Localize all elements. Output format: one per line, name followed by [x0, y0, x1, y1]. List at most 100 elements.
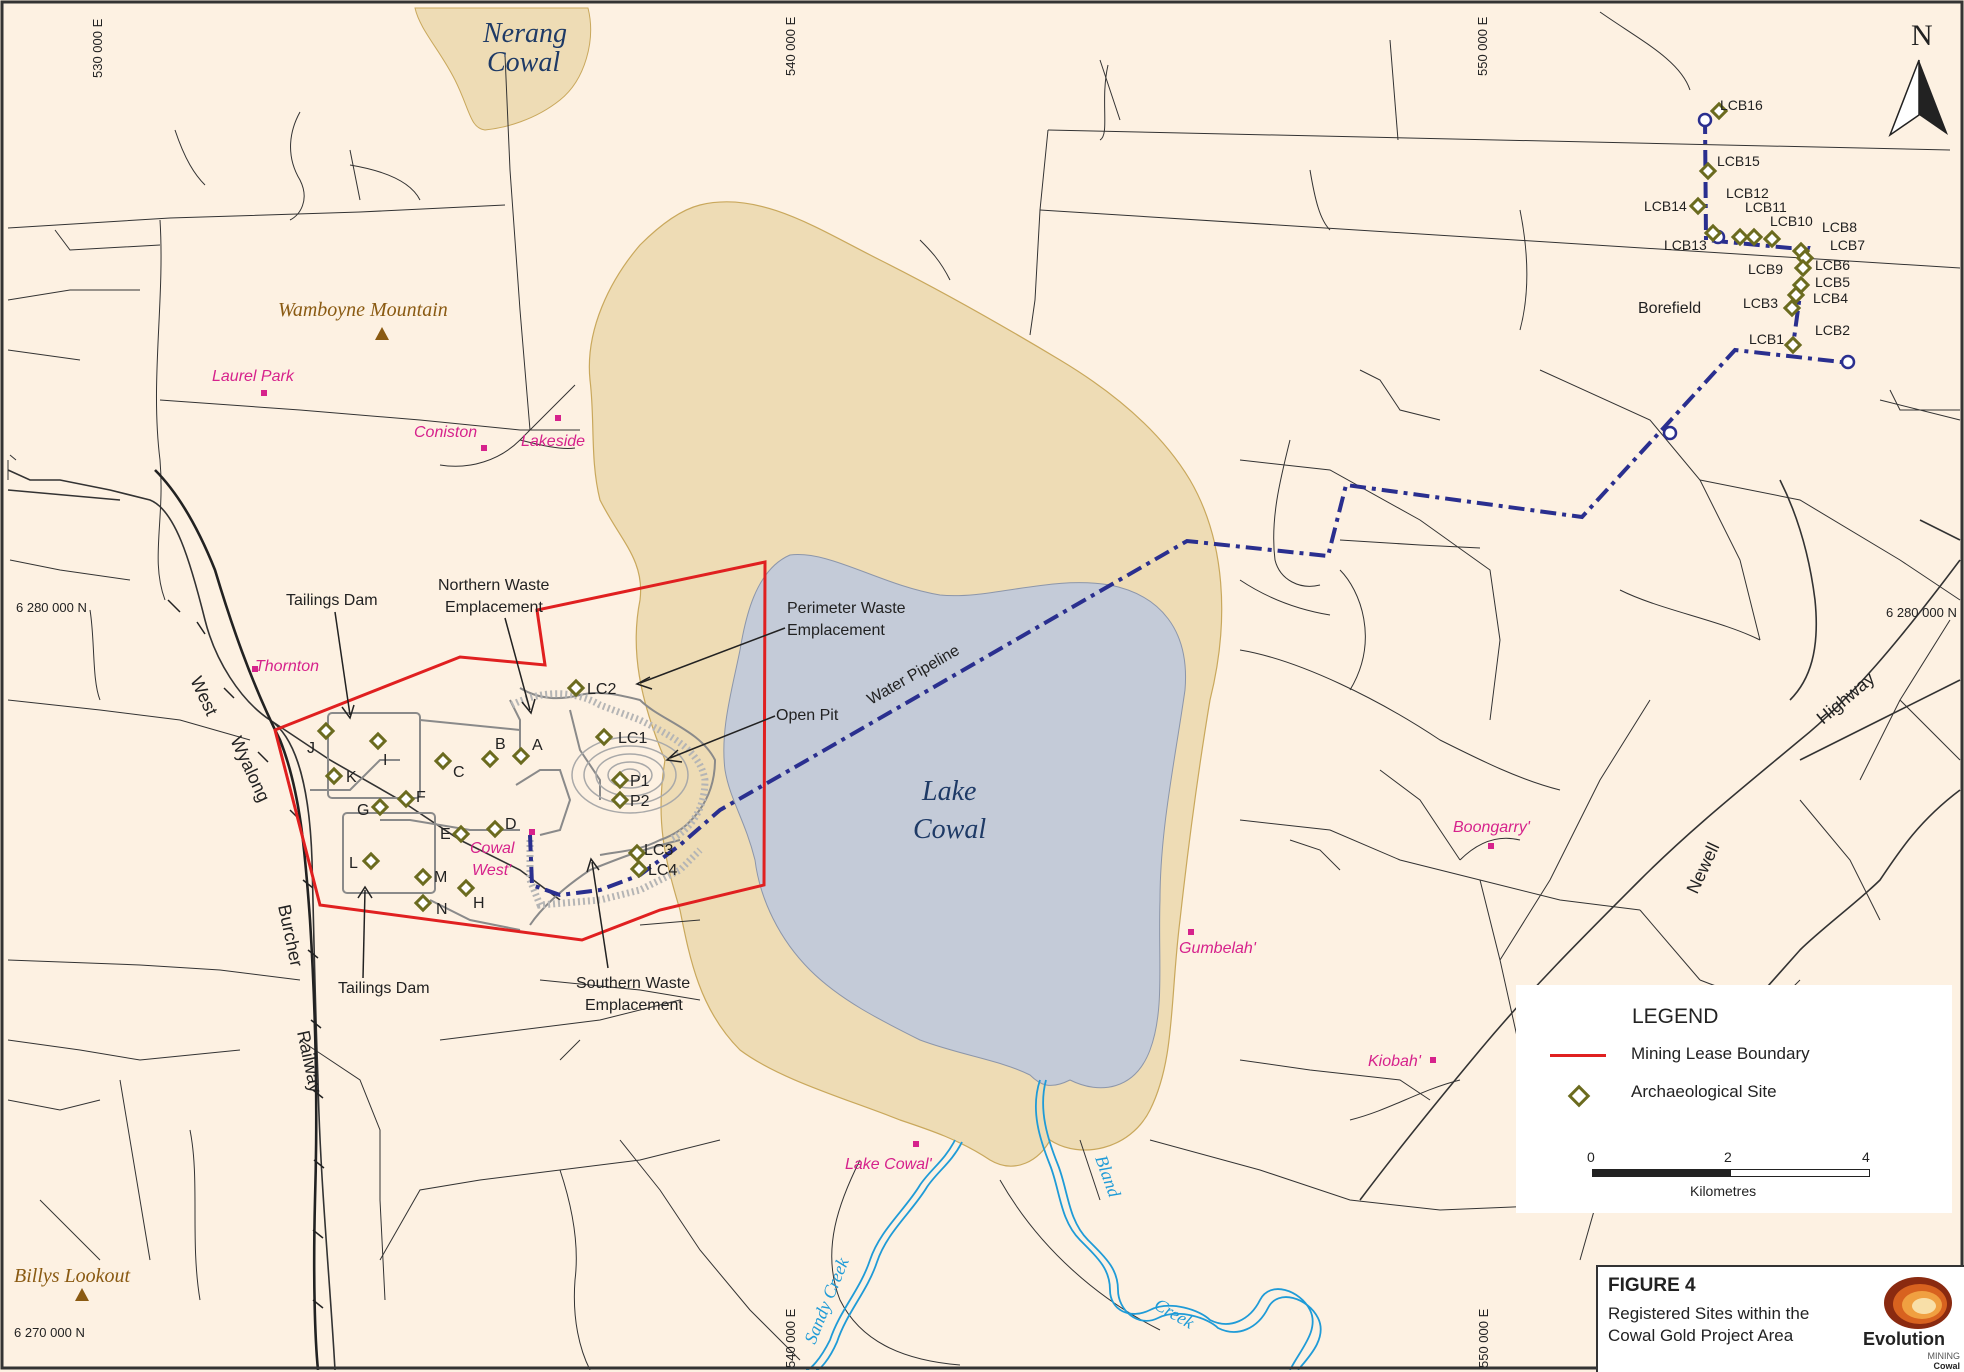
lake-cowal-homestead-label: Lake Cowal' [845, 1156, 933, 1173]
homestead-markers [252, 390, 1494, 1147]
kiobah-label: Kiobah' [1368, 1053, 1422, 1070]
site-label-k: K [346, 769, 357, 786]
site-marker [1744, 227, 1764, 247]
north-arrow-icon [1888, 59, 1948, 137]
site-marker [485, 819, 505, 839]
site-marker [368, 731, 388, 751]
site-label-lcb7: LCB7 [1830, 237, 1865, 253]
site-label-lcb9: LCB9 [1748, 261, 1783, 277]
water-pipeline [528, 347, 1851, 898]
site-label-lcb8: LCB8 [1822, 219, 1857, 235]
site-label-a: A [532, 737, 543, 754]
site-marker [480, 749, 500, 769]
open-pit [571, 736, 689, 814]
site-marker [1762, 229, 1782, 249]
site-label-h: H [473, 895, 485, 912]
site-label-l: L [349, 855, 358, 872]
northern-waste-label-2: Emplacement [445, 599, 543, 616]
legend-arch-site: Archaeological Site [1631, 1082, 1777, 1101]
nerang-cowal-lake [414, 7, 592, 131]
callout-arrows [334, 611, 786, 979]
thornton-label: Thornton [255, 658, 319, 675]
wamboyne-peak-icon [375, 327, 389, 340]
site-label-f: F [416, 789, 426, 806]
site-label-p2: P2 [630, 793, 650, 810]
site-label-lcb5: LCB5 [1815, 274, 1850, 290]
southern-waste-label-2: Emplacement [585, 997, 683, 1014]
site-marker [456, 878, 476, 898]
site-label-e: E [440, 826, 451, 843]
site-label-n: N [436, 901, 448, 918]
figure-number: FIGURE 4 [1608, 1275, 1696, 1296]
site-marker [413, 893, 433, 913]
billys-peak-icon [75, 1288, 89, 1301]
site-marker [610, 790, 630, 810]
site-label-lc1: LC1 [618, 730, 647, 747]
site-label-c: C [453, 764, 465, 781]
site-label-g: G [357, 802, 369, 819]
site-label-lcb12: LCB12 [1726, 185, 1769, 201]
nerang-cowal-label-2: Cowal [487, 47, 560, 78]
site-label-d: D [505, 816, 517, 833]
site-label-lcb15: LCB15 [1717, 153, 1760, 169]
northing-6270-label: 6 270 000 N [14, 1325, 85, 1340]
lakeside-label: Lakeside [521, 433, 585, 450]
easting-540-top-label: 540 000 E [783, 16, 798, 76]
scale-bar [1592, 1169, 1870, 1177]
legend-mining-lease: Mining Lease Boundary [1631, 1044, 1810, 1063]
easting-550-top-label: 550 000 E [1475, 16, 1490, 76]
scale-label-0: 0 [1587, 1149, 1595, 1165]
logo-sub-mining: MINING [1927, 1351, 1961, 1361]
northing-6280-left-label: 6 280 000 N [16, 600, 87, 615]
site-label-p1: P1 [630, 773, 650, 790]
scale-label-2: 2 [1724, 1149, 1732, 1165]
mining-lease-boundary [273, 560, 767, 942]
site-label-lcb16: LCB16 [1720, 97, 1763, 113]
site-label-lcb14: LCB14 [1644, 198, 1687, 214]
scale-label-4: 4 [1862, 1149, 1870, 1165]
site-label-lcb6: LCB6 [1815, 257, 1850, 273]
site-marker [1786, 285, 1806, 305]
coniston-label: Coniston [414, 424, 477, 441]
site-marker [566, 678, 586, 698]
site-label-lcb11: LCB11 [1745, 199, 1787, 215]
mining-lease-swatch [1550, 1054, 1606, 1057]
site-marker [1698, 161, 1718, 181]
scale-unit: Kilometres [1690, 1183, 1757, 1199]
site-marker [1783, 335, 1803, 355]
southern-waste-label-1: Southern Waste [576, 975, 690, 992]
figure-caption: Registered Sites within the Cowal Gold P… [1608, 1304, 1810, 1345]
perimeter-waste-label-1: Perimeter Waste [787, 600, 906, 617]
figure-caption-panel: FIGURE 4 Registered Sites within the Cow… [1596, 1265, 1964, 1372]
site-label-i: I [383, 752, 387, 769]
archaeological-sites [316, 101, 1815, 913]
gumbelah-label: Gumbelah' [1179, 940, 1257, 957]
boongarry-label: Boongarry' [1453, 819, 1531, 836]
site-marker [396, 789, 416, 809]
legend-panel: LEGEND Mining Lease Boundary Archaeologi… [1516, 985, 1952, 1213]
site-label-lc2: LC2 [587, 681, 616, 698]
northern-waste-label-1: Northern Waste [438, 577, 550, 594]
laurel-park-label: Laurel Park [212, 368, 295, 385]
site-marker [370, 797, 390, 817]
open-pit-label: Open Pit [776, 707, 839, 724]
lake-cowal-label-1: Lake [921, 776, 976, 807]
cowal-west-label-2: West' [472, 862, 512, 879]
site-marker [1688, 196, 1708, 216]
site-marker [1793, 258, 1813, 278]
bore-markers [1662, 112, 1856, 441]
tailings-dam-north-label: Tailings Dam [286, 592, 378, 609]
site-label-j: J [307, 740, 315, 757]
site-marker [610, 770, 630, 790]
lake-cowal-label-2: Cowal [913, 814, 986, 845]
archaeological-site-icon [1567, 1084, 1591, 1108]
site-marker [629, 859, 649, 879]
borefield-label: Borefield [1638, 300, 1701, 317]
easting-550-bottom-label: 550 000 E [1476, 1308, 1491, 1368]
northing-6280-right-label: 6 280 000 N [1886, 605, 1957, 620]
site-label-lcb3: LCB3 [1743, 295, 1778, 311]
site-label-lcb13: LCB13 [1664, 237, 1707, 253]
site-label-lcb4: LCB4 [1813, 290, 1848, 306]
